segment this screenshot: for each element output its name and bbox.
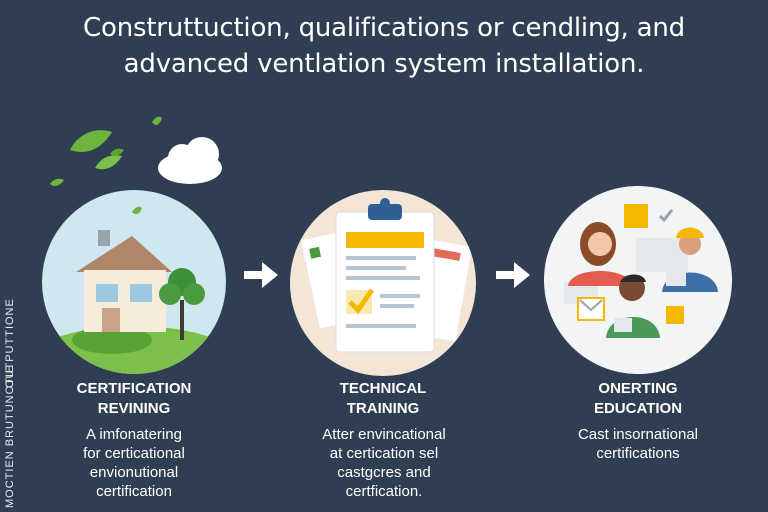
side-vertical-text: OUTPUTTIONE MOCTIEN BRUTUNOTIE [4,298,18,510]
stage-1-desc-line: A imfonatering [86,426,182,443]
clipboard-checklist-icon [301,198,472,353]
stage-2-illustration [290,190,476,376]
stage-2-label-line-2: TRAINING [346,400,420,417]
stage-2-desc-line: certfication. [345,483,423,500]
stage-2-label: TECHNICAL TRAINING [292,379,474,419]
stage-1-description: A imfonatering for certicational envionu… [34,425,234,501]
stage-3-desc-line: Cast insornational [577,426,699,443]
stage-3-label: ONERTING EDUCATION [546,379,730,419]
stage-3-label-line-1: ONERTING [598,380,678,397]
stage-2-desc-line: castgcres and [337,464,431,481]
stage-1-illustration [42,190,226,374]
stage-1-label: CERTIFICATION REVINING [44,379,224,419]
stage-3-desc-line: certifications [596,445,680,462]
stage-2-label-line-1: TECHNICAL [339,380,427,397]
side-text-bottom: MOCTIEN BRUTUNOTIE [4,364,16,508]
stage-2-desc-line: Atter envincational [322,426,446,443]
stage-2-description: Atter envincational at certication sel c… [284,425,484,501]
stage-3-illustration [544,186,732,374]
people-learning-icon [564,204,718,338]
leaf-icon [50,116,162,187]
arrow-right-icon [496,262,530,288]
stage-3-label-line-2: EDUCATION [593,400,683,417]
cloud-icon [158,137,222,184]
arrow-right-icon [244,262,278,288]
stage-2-desc-line: at certication sel [329,445,439,462]
page-title: Construttuction, qualifications or cendl… [0,10,768,82]
stage-3-description: Cast insornational certifications [538,425,738,463]
house-icon [42,206,226,374]
stage-1-label-line-1: CERTIFICATION [76,380,192,397]
stage-1-desc-line: certification [96,483,172,500]
title-line-2: advanced ventlation system installation. [123,49,645,79]
title-line-1: Construttuction, qualifications or cendl… [83,13,685,43]
stage-1-label-line-2: REVINING [97,400,171,417]
stage-1-desc-line: envionutional [89,464,179,481]
leaves-and-cloud-decoration [50,116,222,187]
stage-1-desc-line: for certicational [83,445,185,462]
